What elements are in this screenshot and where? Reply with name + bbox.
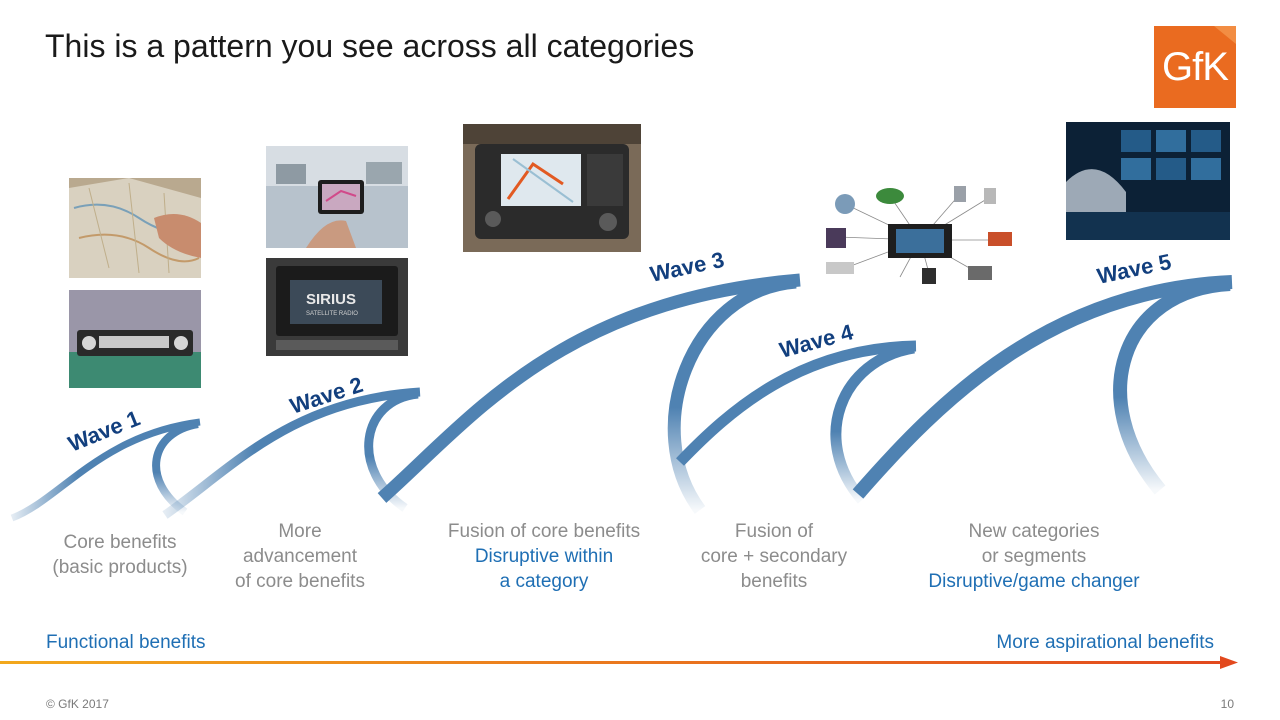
sirius-brand-text: SIRIUS: [306, 291, 356, 308]
photo-sirius-radio: SIRIUS SATELLITE RADIO: [266, 258, 408, 356]
photo-vintage-radio: [69, 290, 201, 388]
photo-futuristic-interface: [1066, 122, 1230, 240]
wave-5-desc-line: New categories: [968, 521, 1100, 542]
photo-connected-car-diagram: [820, 182, 1020, 294]
wave-5-shape: [852, 275, 1233, 499]
wave-5-description: New categories or segments Disruptive/ga…: [904, 519, 1164, 594]
photo-dashboard-navigation: [463, 124, 641, 252]
benefits-arrow: [0, 656, 1238, 669]
photo-paper-map: [69, 178, 201, 278]
wave-2-desc-line: of core benefits: [235, 571, 365, 592]
wave-3-label: Wave 3: [648, 247, 727, 287]
page-number: 10: [1220, 697, 1234, 711]
wave-4-desc-line: core + secondary: [700, 546, 848, 567]
copyright-footer: © GfK 2017: [46, 697, 109, 711]
logo-accent-icon: [1214, 26, 1236, 44]
wave-4-shape: [676, 340, 917, 504]
wave-3-highlight-line: a category: [499, 571, 589, 592]
wave-3-shape: [377, 273, 801, 514]
wave-5-highlight-line: Disruptive/game changer: [928, 571, 1140, 592]
page-title: This is a pattern you see across all cat…: [45, 28, 695, 64]
logo-text: GfK: [1162, 44, 1229, 89]
wave-4-description: Fusion of core + secondary benefits: [674, 519, 874, 594]
arrow-head-icon: [1220, 656, 1238, 669]
wave-5-desc-line: or segments: [981, 546, 1087, 567]
wave-1-desc-line: Core benefits: [63, 532, 177, 553]
axis-label-aspirational: More aspirational benefits: [996, 632, 1214, 653]
wave-2-desc-line: advancement: [242, 546, 358, 567]
wave-1-description: Core benefits (basic products): [30, 530, 210, 580]
photo-portable-gps: [266, 146, 408, 248]
wave-1-label: Wave 1: [65, 405, 144, 456]
wave-3-highlight-line: Disruptive within: [474, 546, 614, 567]
wave-3-description: Fusion of core benefits Disruptive withi…: [424, 519, 664, 594]
wave-3-desc-line: Fusion of core benefits: [447, 521, 641, 542]
wave-2-desc-line: More: [278, 521, 322, 542]
wave-1-shape: [10, 418, 201, 522]
wave-4-desc-line: benefits: [740, 571, 808, 592]
wave-1-desc-line: (basic products): [52, 557, 188, 578]
wave-2-description: More advancement of core benefits: [210, 519, 390, 594]
axis-label-functional: Functional benefits: [46, 632, 206, 653]
sirius-sub-text: SATELLITE RADIO: [306, 311, 358, 317]
wave-4-desc-line: Fusion of: [734, 521, 814, 542]
wave-5-label: Wave 5: [1095, 249, 1174, 289]
gfk-logo: GfK: [1154, 26, 1236, 108]
